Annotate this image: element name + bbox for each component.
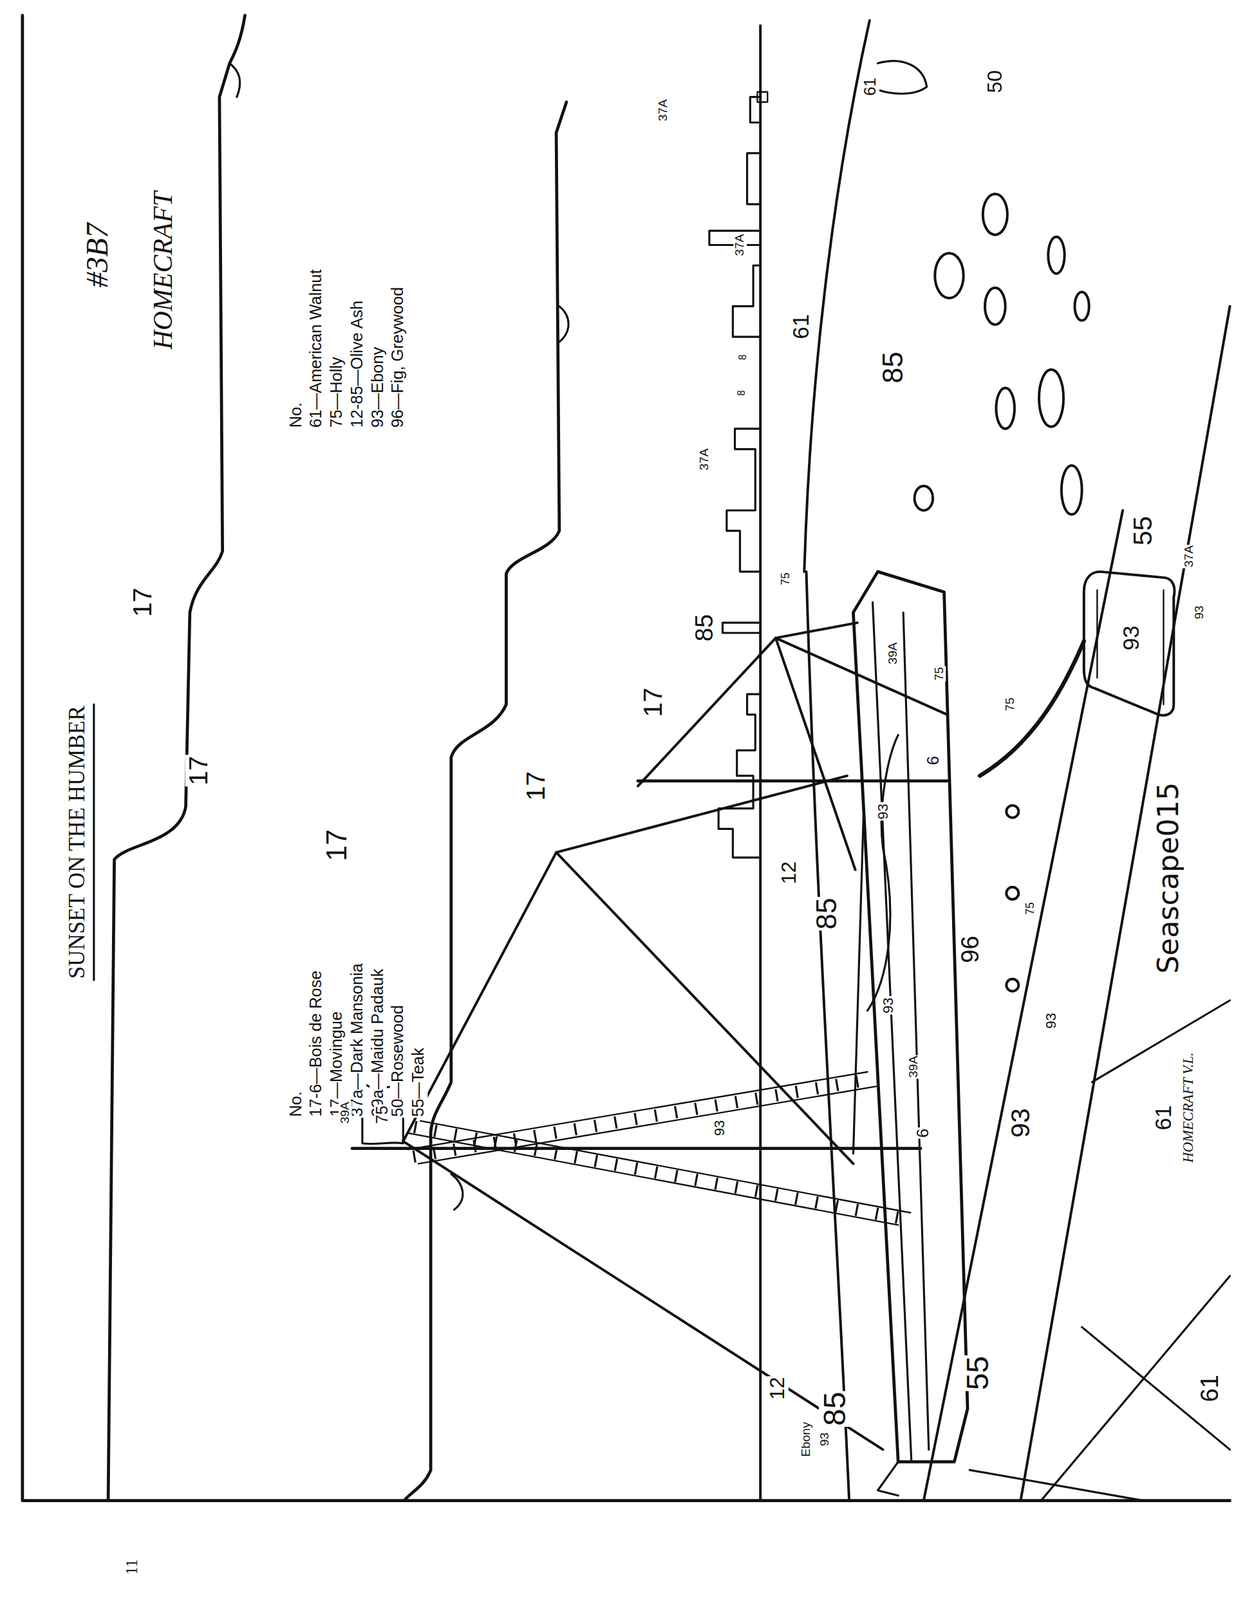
region-number: 6 — [925, 755, 943, 767]
region-number: 37A — [697, 447, 711, 472]
wood-key-entry: 61—American Walnut — [308, 268, 326, 429]
wood-key-entry: 37a—Dark Mansonia — [348, 962, 367, 1118]
region-number: 8 — [736, 388, 748, 397]
region-number: 93 — [1043, 1011, 1059, 1030]
region-number: 17 — [522, 769, 550, 802]
wood-key-entry: 96—Fig, Greywood — [390, 285, 408, 429]
wood-key-entry: No. — [287, 1089, 306, 1118]
region-number: 93 — [1006, 1107, 1035, 1139]
region-number: 93 — [875, 802, 891, 821]
pattern-title: SUNSET ON THE HUMBER — [65, 704, 89, 980]
region-number: 37A — [657, 98, 671, 123]
wood-key-entry: 39a—Maidu Padauk — [369, 967, 387, 1118]
region-number: Ebony — [800, 1420, 814, 1458]
region-number: 37A — [1182, 544, 1196, 569]
region-number: 93 — [818, 1431, 832, 1447]
region-number: 17 — [639, 686, 667, 718]
region-number: 39A — [907, 1054, 920, 1079]
region-number: 50 — [984, 69, 1006, 94]
region-number: 61 — [861, 76, 880, 97]
region-number: 17 — [128, 586, 157, 618]
page-number: 11 — [124, 1557, 142, 1576]
region-number: 75 — [374, 1104, 392, 1125]
region-number: 93 — [1192, 604, 1206, 620]
region-number: 85 — [818, 1390, 852, 1427]
region-number: 17 — [185, 755, 214, 787]
maker-mark: Seascape015 — [1153, 780, 1184, 975]
wood-key-entry: 75—Holly — [328, 355, 347, 429]
region-number: 39A — [886, 641, 900, 665]
region-number: 61 — [1151, 1104, 1176, 1132]
region-number: 75 — [780, 571, 792, 587]
region-number: 85 — [811, 896, 843, 931]
region-number: 75 — [932, 665, 946, 682]
region-number: 6 — [915, 1127, 933, 1139]
region-number: 37A — [733, 233, 747, 257]
region-number: 93 — [880, 996, 896, 1015]
region-number: 96 — [956, 934, 983, 965]
wood-key-entry: 55—Teak — [410, 1046, 428, 1118]
region-number: 8 — [737, 353, 749, 362]
region-number: 61 — [789, 312, 814, 340]
region-number: 39A — [338, 1100, 352, 1125]
maker-mark: HOMECRAFT V.L. — [1181, 1051, 1197, 1164]
handwritten-note: #3B7 — [81, 222, 114, 290]
wood-key-entry: 12-85—Olive Ash — [348, 299, 367, 429]
region-number: 61 — [1196, 1373, 1223, 1403]
wood-key-entry: 93—Ebony — [369, 345, 387, 429]
region-number: 12 — [766, 1375, 788, 1401]
region-number: 93 — [711, 1118, 727, 1137]
region-number: 85 — [878, 350, 909, 385]
handwritten-note: HOMECRAFT — [149, 190, 178, 351]
region-number: 75 — [1024, 901, 1037, 917]
region-number: 93 — [1118, 624, 1143, 652]
region-number: 12 — [778, 860, 800, 885]
region-number: 55 — [1129, 515, 1157, 547]
region-number: 55 — [961, 1354, 994, 1391]
region-number: 17 — [321, 827, 353, 862]
wood-key-entry: 17-6—Bois de Rose — [308, 969, 326, 1118]
region-number: 75 — [1004, 696, 1018, 712]
wood-key-entry: No. — [287, 401, 306, 429]
wood-key-entry: 50—Rosewood — [390, 1003, 408, 1118]
region-number: 85 — [691, 612, 718, 643]
